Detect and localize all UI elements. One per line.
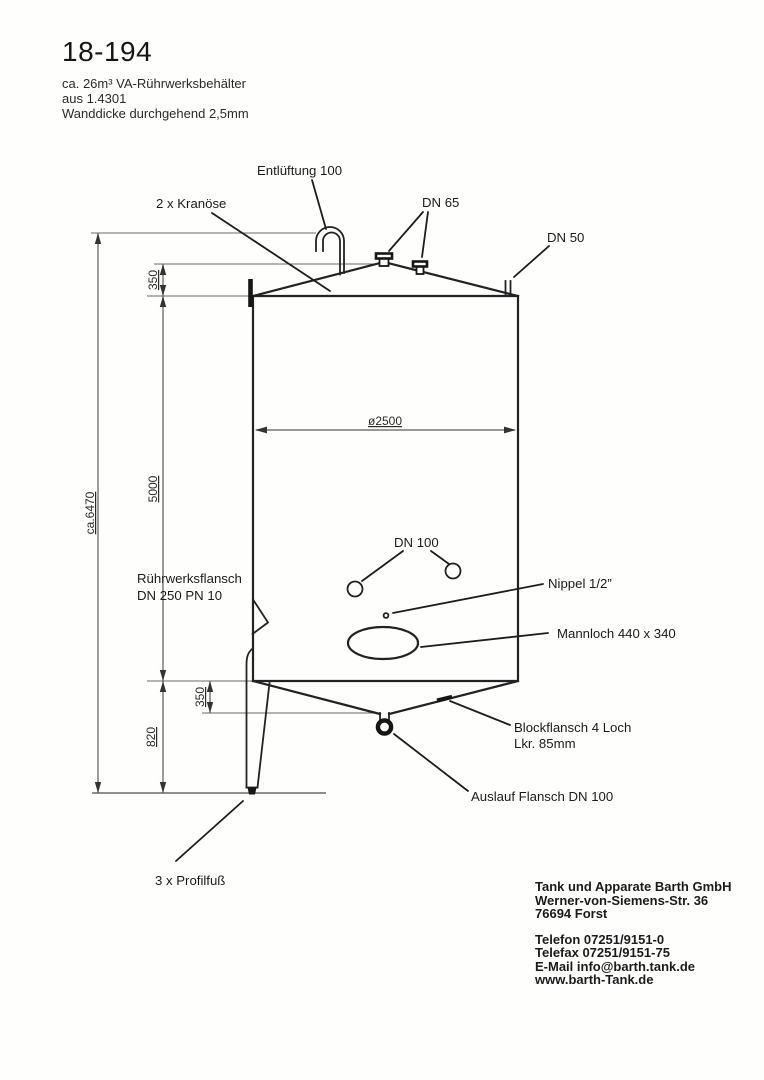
outlet-flange-shape (375, 712, 394, 736)
label-dn100: DN 100 (394, 535, 439, 550)
callout-labels: Entlüftung 100 2 x Kranöse DN 65 DN 50 D… (137, 163, 676, 888)
dim-overall-text: ca.6470 (83, 491, 97, 534)
label-vent: Entlüftung 100 (257, 163, 342, 178)
dim-leg-text: 820 (144, 727, 158, 747)
company-name: Tank und Apparate Barth GmbH (535, 879, 732, 894)
company-fax: Telefax 07251/9151-75 (535, 945, 670, 960)
dn65-nozzles (374, 252, 429, 275)
extension-lines (91, 232, 378, 714)
company-email: E-Mail info@barth.tank.de (535, 958, 696, 974)
label-block-flange-1: Blockflansch 4 Loch (514, 720, 631, 735)
block-flange-mark (436, 694, 453, 703)
dim-roof-text: 350 (146, 270, 160, 290)
label-nipple: Nippel 1/2” (548, 576, 612, 591)
label-dn65: DN 65 (422, 195, 459, 210)
dimension-cone-height: 350 (193, 681, 214, 713)
leader-lines (175, 179, 550, 862)
bottom-cone (251, 679, 520, 716)
dimension-diameter: ø2500 (255, 414, 516, 434)
spec-line-material: aus 1.4301 (62, 91, 127, 106)
spec-line-volume: ca. 26m³ VA-Rührwerksbehälter (62, 76, 246, 91)
company-web: www.barth-Tank.de (535, 972, 654, 987)
spec-line-wall: Wanddicke durchgehend 2,5mm (62, 106, 249, 121)
dimension-shell-height: 5000 (146, 296, 167, 681)
agitator-flange (251, 598, 270, 636)
label-manhole: Mannloch 440 x 340 (557, 626, 676, 641)
label-outlet-flange: Auslauf Flansch DN 100 (471, 789, 613, 804)
manhole-oval (346, 625, 420, 661)
dimension-leg-height: 820 (144, 681, 167, 793)
dn50-nozzle (504, 280, 512, 297)
dimension-roof-height: 350 (146, 264, 167, 296)
company-phone: Telefon 07251/9151-0 (535, 931, 665, 947)
label-feet: 3 x Profilfuß (155, 873, 225, 888)
tank-shell (251, 260, 520, 716)
dim-cone-text: 350 (193, 687, 207, 707)
dn100-nozzles (346, 562, 462, 598)
dim-shell-text: 5000 (146, 475, 160, 502)
label-crane-eyes: 2 x Kranöse (156, 196, 226, 211)
vent-pipe (315, 226, 345, 276)
label-agitator-flange-1: Rührwerksflansch (137, 571, 242, 586)
label-block-flange-2: Lkr. 85mm (514, 736, 576, 751)
drawing-number: 18-194 (62, 36, 153, 67)
nipple-mark (382, 612, 390, 619)
dim-diameter-text: ø2500 (368, 414, 402, 428)
company-block: Tank und Apparate Barth GmbH Werner-von-… (535, 880, 731, 987)
title-block: 18-194 ca. 26m³ VA-Rührwerksbehälter aus… (62, 36, 249, 121)
profile-foot (245, 647, 271, 795)
label-dn50: DN 50 (547, 230, 584, 245)
company-city: 76694 Forst (535, 906, 608, 921)
dimension-overall-height: ca.6470 (83, 233, 102, 793)
label-agitator-flange-2: DN 250 PN 10 (137, 588, 222, 603)
company-street: Werner-von-Siemens-Str. 36 (535, 892, 709, 908)
